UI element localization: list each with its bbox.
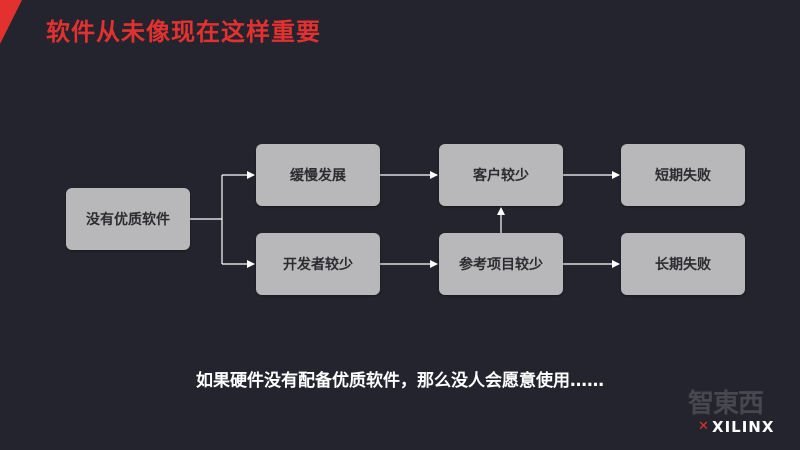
- node-fewer-developers: 开发者较少: [256, 233, 380, 295]
- watermark-logo: 智東西: [688, 389, 764, 419]
- node-long-term-failure: 长期失败: [621, 233, 745, 295]
- xilinx-logo-icon: ✕: [698, 419, 709, 434]
- corner-accent: [0, 0, 22, 44]
- xilinx-logo: XILINX: [712, 418, 775, 436]
- slide-caption: 如果硬件没有配备优质软件，那么没人会愿意使用……: [196, 371, 604, 391]
- node-no-quality-software: 没有优质软件: [66, 188, 190, 250]
- node-fewer-reference-projects: 参考项目较少: [439, 233, 563, 295]
- node-slow-development: 缓慢发展: [256, 144, 380, 206]
- node-short-term-failure: 短期失败: [621, 144, 745, 206]
- slide-title: 软件从未像现在这样重要: [46, 18, 321, 46]
- node-fewer-customers: 客户较少: [439, 144, 563, 206]
